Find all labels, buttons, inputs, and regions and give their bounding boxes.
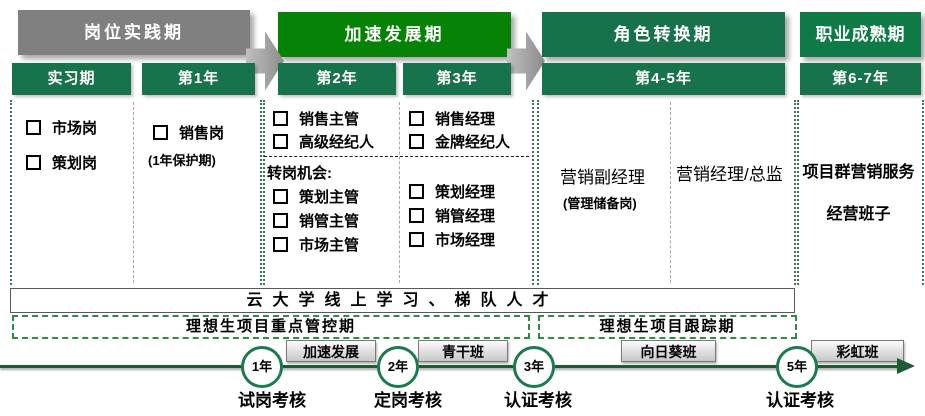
job-item-label: 销管主管 xyxy=(299,212,360,230)
column-divider xyxy=(670,102,671,283)
checkbox-icon xyxy=(409,133,424,149)
job-item-label: 高级经纪人 xyxy=(299,133,375,151)
training-badge-acceleration: 加速发展 xyxy=(286,340,376,362)
job-item: 策划经理 xyxy=(409,180,495,202)
milestone-circle-year2: 2年 xyxy=(377,346,419,388)
checkbox-icon xyxy=(409,231,424,247)
job-item: 金牌经纪人 xyxy=(409,130,510,152)
checkbox-icon xyxy=(409,183,424,199)
milestone-label-certification-assessment: 认证考核 xyxy=(504,391,572,410)
year-bar-year6-7: 第6-7年 xyxy=(800,63,921,95)
milestone-circle-year1: 1年 xyxy=(241,346,283,388)
job-item: 市场主管 xyxy=(273,233,359,255)
job-item-label: 销售岗 xyxy=(179,124,225,142)
content-box-acceleration xyxy=(263,100,534,285)
job-item: 销管经理 xyxy=(409,204,495,226)
training-badge-sunflower-class: 向日葵班 xyxy=(621,340,716,362)
checkbox-icon xyxy=(273,133,288,149)
job-item-label: 策划经理 xyxy=(435,183,496,201)
job-item: 销售经理 xyxy=(409,107,495,129)
arrow-right-icon xyxy=(507,31,545,91)
checkbox-icon xyxy=(409,110,424,126)
column-divider xyxy=(399,102,400,283)
phase-header-role-transition: 角色转换期 xyxy=(542,12,785,57)
job-item: 策划岗 xyxy=(26,151,97,173)
milestone-label-certification-assessment: 认证考核 xyxy=(766,391,834,410)
milestone-circle-year5: 5年 xyxy=(776,346,818,388)
job-item-label: 策划主管 xyxy=(299,188,360,206)
checkbox-icon xyxy=(273,236,288,252)
year-bar-year4-5: 第4-5年 xyxy=(542,63,785,95)
protection-period-note: (1年保护期) xyxy=(148,153,216,168)
checkbox-icon xyxy=(273,188,288,204)
year-bar-year3: 第3年 xyxy=(403,63,511,95)
job-item-label: 销售经理 xyxy=(435,110,496,128)
content-box-role-transition xyxy=(537,100,796,285)
timeline-arrowhead-icon xyxy=(897,358,915,374)
training-badge-rainbow-class: 彩虹班 xyxy=(811,340,904,362)
checkbox-icon xyxy=(273,110,288,126)
checkbox-icon xyxy=(273,212,288,228)
training-badge-qingan-class: 青干班 xyxy=(418,340,508,362)
milestone-label-trial-assessment: 试岗考核 xyxy=(238,391,306,410)
checkbox-icon xyxy=(153,124,168,140)
job-item: 市场经理 xyxy=(409,228,495,250)
content-box-maturity xyxy=(797,100,924,285)
section-divider xyxy=(264,156,529,157)
role-deputy-marketing-manager: 营销副经理 xyxy=(560,168,645,187)
checkbox-icon xyxy=(26,119,41,135)
year-bar-internship: 实习期 xyxy=(12,63,131,95)
job-item-label: 销售主管 xyxy=(299,110,360,128)
job-item-label: 销管经理 xyxy=(435,207,496,225)
timeline-axis xyxy=(0,365,903,368)
role-marketing-manager-director: 营销经理/总监 xyxy=(676,165,783,184)
phase-header-maturity: 职业成熟期 xyxy=(800,12,921,57)
checkbox-icon xyxy=(409,207,424,223)
year-bar-year1: 第1年 xyxy=(142,63,255,95)
job-item: 市场岗 xyxy=(26,116,97,138)
job-item: 策划主管 xyxy=(273,185,359,207)
phase-header-practice: 岗位实践期 xyxy=(18,10,250,55)
job-item: 高级经纪人 xyxy=(273,130,374,152)
milestone-circle-year3: 3年 xyxy=(513,346,555,388)
job-item-label: 策划岗 xyxy=(52,154,98,172)
control-period-bar: 理想生项目重点管控期 xyxy=(12,315,530,339)
phase-header-acceleration: 加速发展期 xyxy=(278,12,511,57)
job-item-label: 金牌经纪人 xyxy=(435,133,511,151)
job-item: 销管主管 xyxy=(273,209,359,231)
job-item-label: 市场岗 xyxy=(52,119,98,137)
tracking-period-bar: 理想生项目跟踪期 xyxy=(538,315,797,339)
management-reserve-note: (管理储备岗) xyxy=(563,196,637,211)
checkbox-icon xyxy=(26,154,41,170)
milestone-label-position-assessment: 定岗考核 xyxy=(374,391,442,410)
year-bar-year2: 第2年 xyxy=(278,63,396,95)
column-divider xyxy=(133,102,134,283)
online-learning-bar: 云大学线上学习、梯队人才 xyxy=(10,288,795,313)
job-item: 销售岗 xyxy=(153,121,224,143)
job-item-label: 市场经理 xyxy=(435,231,496,249)
job-item-label: 市场主管 xyxy=(299,236,360,254)
transfer-section-label: 转岗机会: xyxy=(267,165,332,182)
job-item: 销售主管 xyxy=(273,107,359,129)
role-project-group-team: 项目群营销服务经营班子 xyxy=(802,164,915,223)
content-box-practice xyxy=(10,100,262,285)
